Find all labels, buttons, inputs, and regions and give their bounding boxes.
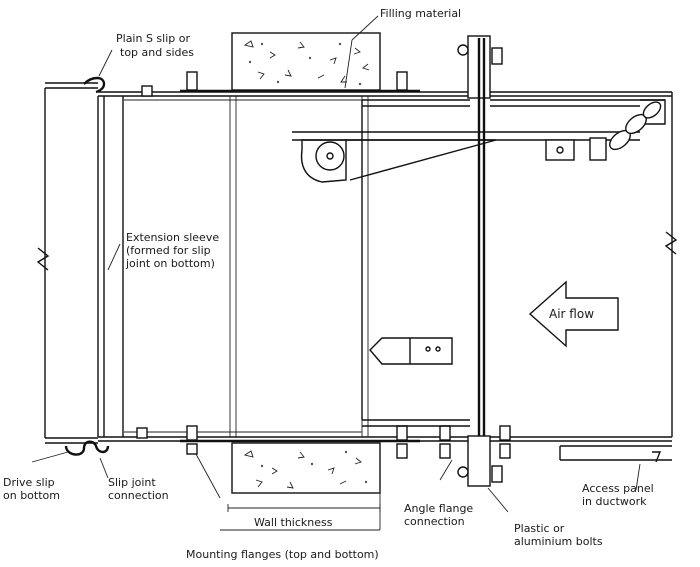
drive-slip-bottom (64, 440, 110, 456)
label-extension-sleeve-1: Extension sleeve (126, 231, 219, 244)
label-access-panel-2: in ductwork (582, 495, 647, 508)
label-slip-joint-2: connection (108, 489, 169, 502)
air-flow-label: Air flow (549, 307, 594, 321)
label-plain-s-slip-2: top and sides (120, 46, 194, 59)
label-plastic-bolts-1: Plastic or (514, 522, 565, 535)
air-flow-arrow: Air flow (528, 280, 619, 348)
mounting-flanges (180, 89, 420, 443)
wall-bottom-filling (231, 442, 381, 494)
access-panel (559, 445, 672, 463)
label-extension-sleeve-2: (formed for slip (126, 244, 211, 257)
label-angle-flange-1: Angle flange (404, 502, 473, 515)
wall-top-filling (231, 32, 381, 91)
label-mounting-flanges: Mounting flanges (top and bottom) (186, 548, 379, 561)
angle-flange (457, 35, 503, 487)
leader-lines (31, 15, 641, 531)
extension-sleeve (97, 96, 362, 437)
blade-latch (362, 337, 470, 427)
damper-frame (361, 99, 666, 420)
label-wall-thickness: Wall thickness (254, 516, 333, 529)
label-drive-slip-1: Drive slip (3, 476, 55, 489)
label-filling-material: Filling material (380, 7, 461, 20)
label-plastic-bolts-2: aluminium bolts (514, 535, 603, 548)
label-extension-sleeve-3: joint on bottom) (125, 257, 215, 270)
label-angle-flange-2: connection (404, 515, 465, 528)
flange-bolts (136, 71, 511, 459)
drive-slip-top (83, 76, 106, 94)
label-drive-slip-2: on bottom (3, 489, 60, 502)
label-plain-s-slip-1: Plain S slip or (116, 32, 190, 45)
annotations: Filling material Plain S slip or top and… (3, 7, 654, 561)
fusible-link-arm (292, 101, 662, 183)
label-access-panel-1: Access panel (582, 482, 654, 495)
label-slip-joint-1: Slip joint (108, 476, 156, 489)
